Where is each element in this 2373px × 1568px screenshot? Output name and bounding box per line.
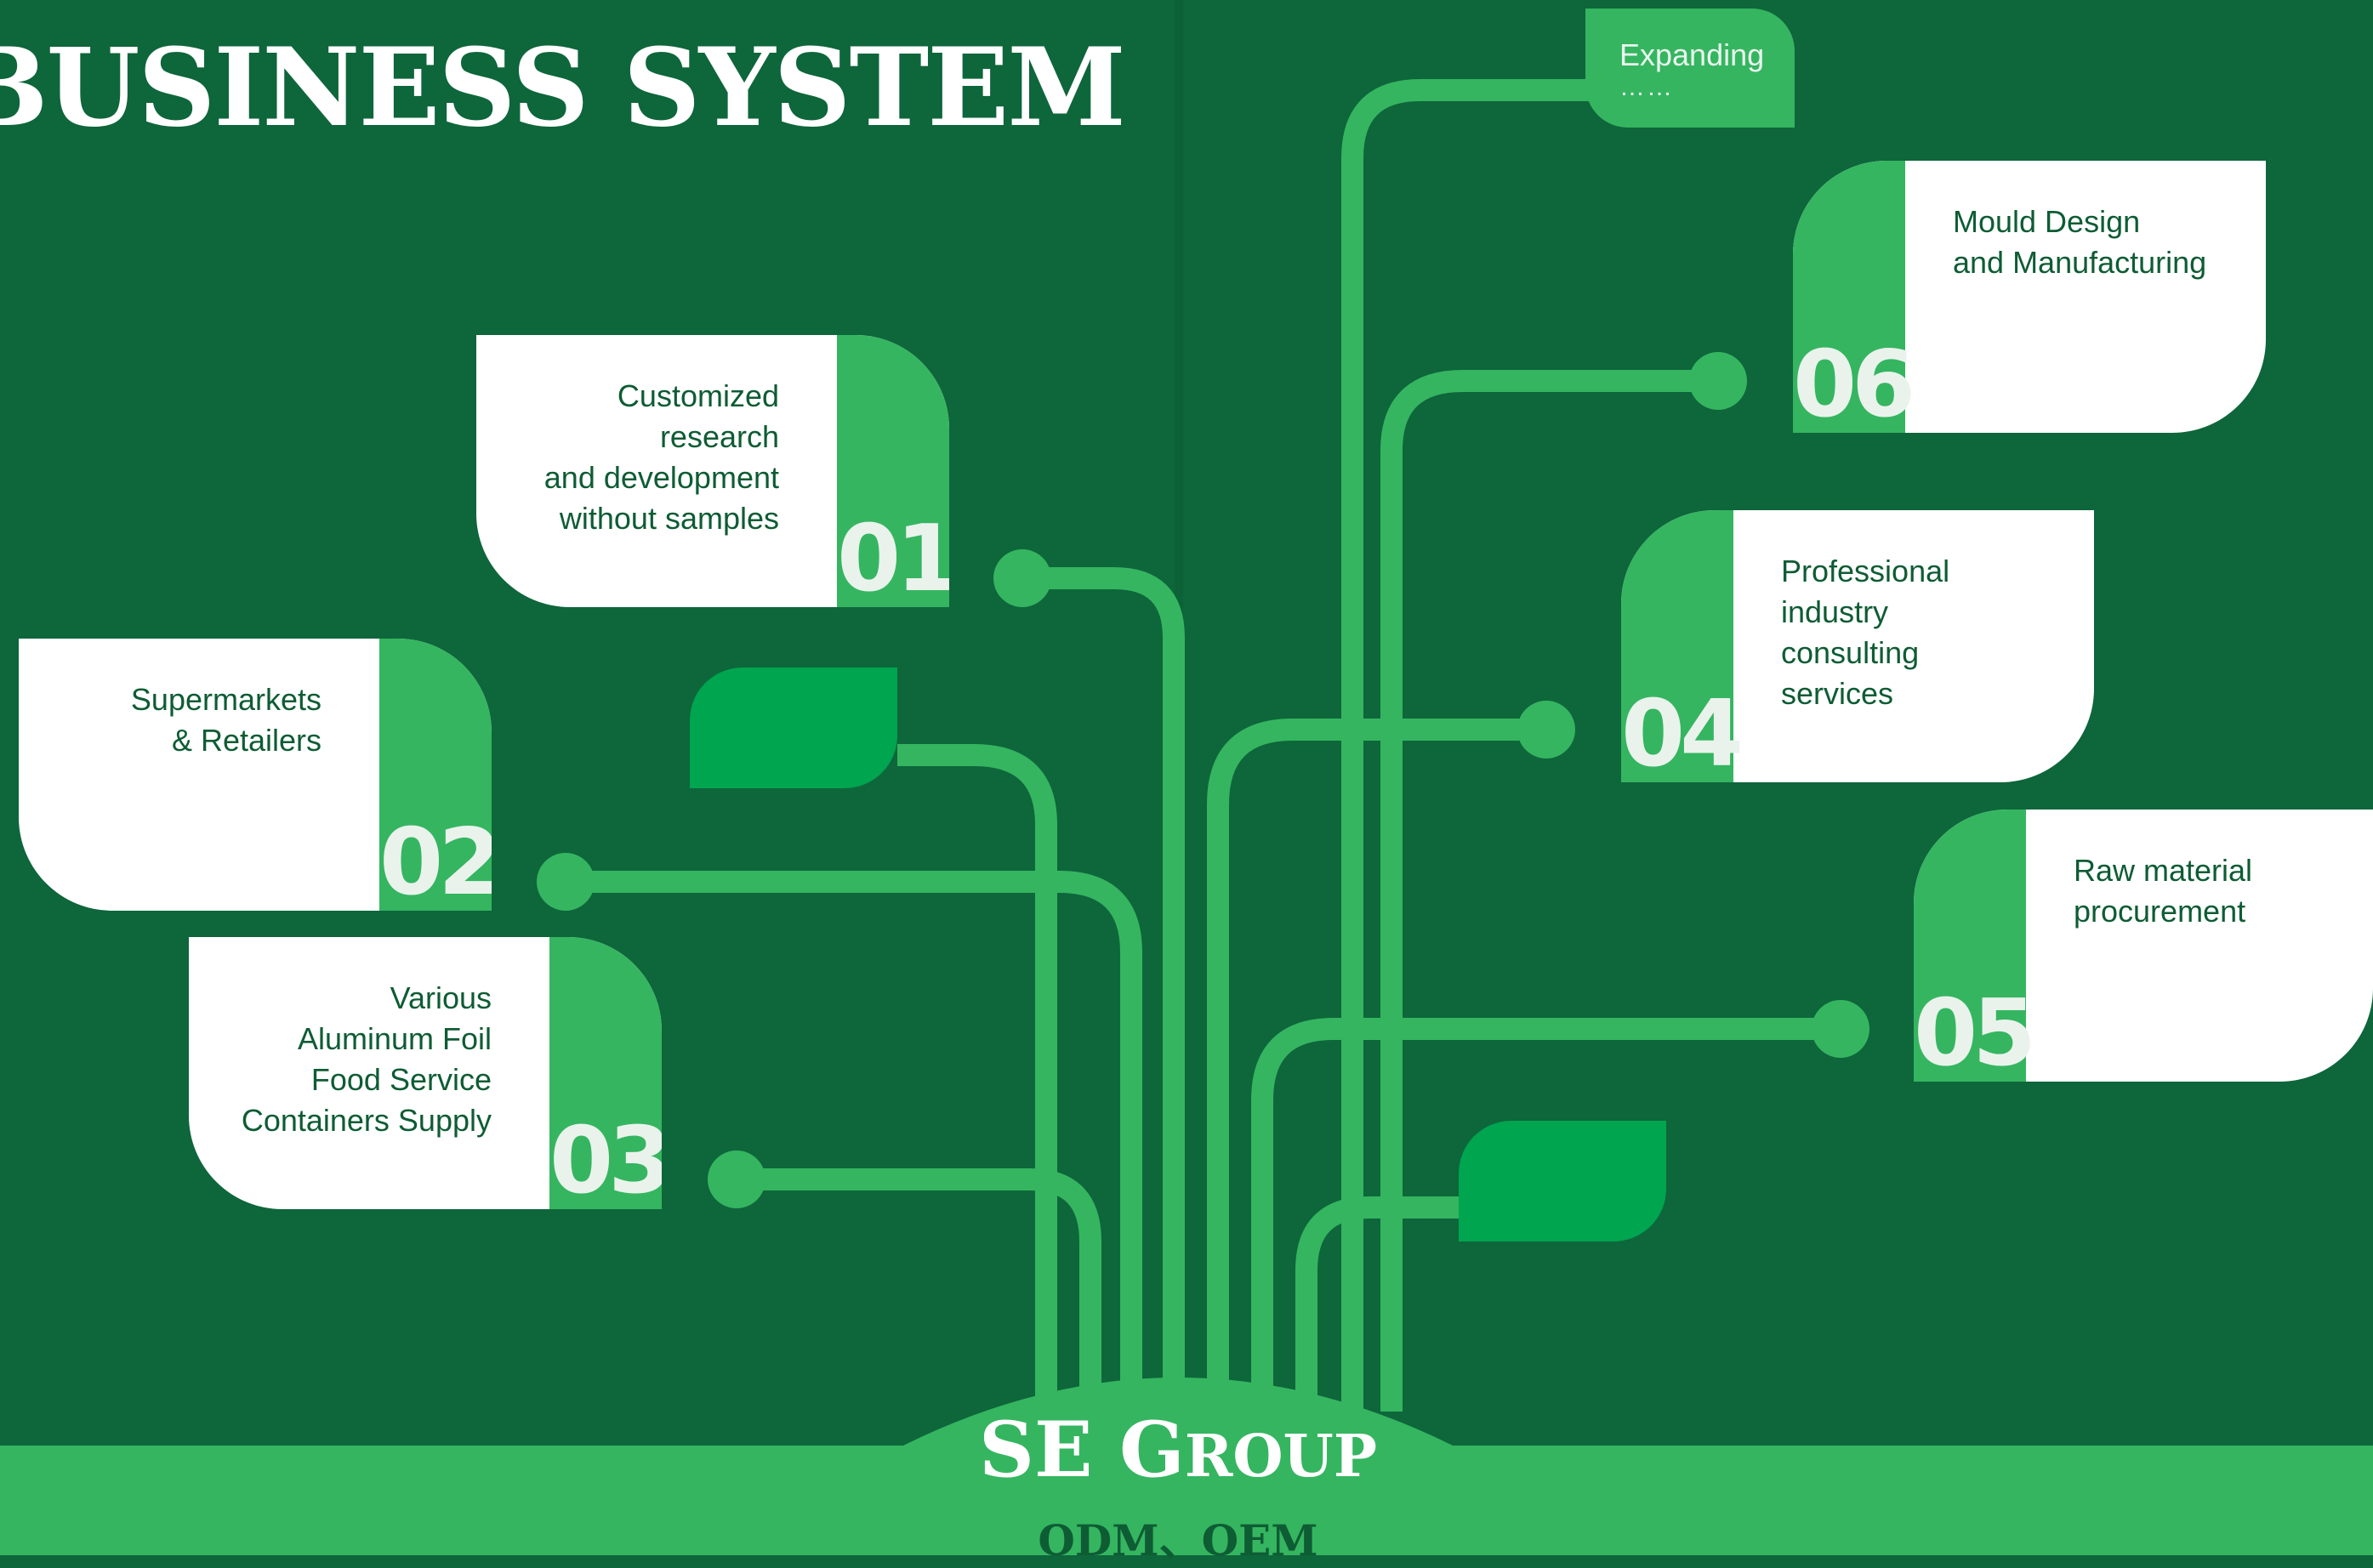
card-06-text: Mould Design and Manufacturing: [1953, 204, 2207, 280]
card-01-text: Customized research and development with…: [543, 378, 779, 536]
brand-first: SE: [979, 1405, 1119, 1495]
brand-tagline: ODM、OEM: [1038, 1515, 1318, 1565]
ground-band: [0, 1446, 2373, 1555]
branch-02: [566, 871, 1142, 1412]
brand-rest: ROUP: [1184, 1423, 1377, 1491]
card-02-text: Supermarkets & Retailers: [130, 682, 322, 758]
brand-logo: SE GROUP: [936, 1412, 1420, 1488]
branch-04: [1207, 719, 1546, 1412]
card-02-band: [379, 639, 492, 911]
leaf-shape-left: [690, 668, 897, 788]
card-05-text: Raw material procurement: [2074, 853, 2253, 929]
brand-initial: G: [1118, 1405, 1185, 1495]
card-06-band: [1793, 161, 1905, 433]
card-05-band: [1914, 810, 2026, 1082]
card-03: 03 Various Aluminum Foil Food Service Co…: [189, 937, 662, 1209]
expanding-tag: Expanding ……: [1585, 9, 1795, 128]
branch-05: [1251, 1018, 1841, 1412]
card-01-band: [837, 335, 949, 607]
branch-03: [737, 1168, 1101, 1412]
card-04: 04 Professional industry consulting serv…: [1621, 510, 2094, 782]
card-03-band: [549, 937, 662, 1209]
card-04-text: Professional industry consulting service…: [1781, 554, 1950, 711]
card-01-number: 01: [837, 506, 949, 607]
node-03: [708, 1150, 765, 1208]
card-05-number: 05: [1914, 980, 2036, 1082]
card-06: 06 Mould Design and Manufacturing: [1793, 161, 2266, 433]
card-01: 01 Customized research and development w…: [476, 335, 949, 607]
expanding-dots: ……: [1619, 73, 1674, 101]
expanding-label: Expanding: [1619, 37, 1765, 72]
page-title: BUSINESS SYSTEM: [0, 25, 1126, 151]
branch-leaf-left: [897, 744, 1057, 1412]
node-05: [1812, 1000, 1869, 1058]
card-04-number: 04: [1621, 681, 1744, 782]
branch-06: [1380, 370, 1718, 1412]
node-06: [1689, 352, 1747, 410]
node-01: [993, 549, 1051, 607]
card-03-text: Various Aluminum Foil Food Service Conta…: [241, 980, 492, 1138]
branch-01: [1022, 567, 1185, 1412]
card-06-number: 06: [1793, 332, 1915, 433]
node-04: [1517, 701, 1575, 758]
card-04-band: [1621, 510, 1733, 782]
card-02-number: 02: [379, 810, 492, 911]
leaf-shape-right: [1459, 1121, 1666, 1241]
card-03-number: 03: [549, 1108, 662, 1209]
card-05: 05 Raw material procurement: [1914, 810, 2373, 1082]
branch-expanding: [1341, 79, 1591, 1412]
node-02: [537, 853, 595, 911]
card-02: 02 Supermarkets & Retailers: [19, 639, 492, 911]
branch-leaf-right: [1295, 1196, 1463, 1412]
